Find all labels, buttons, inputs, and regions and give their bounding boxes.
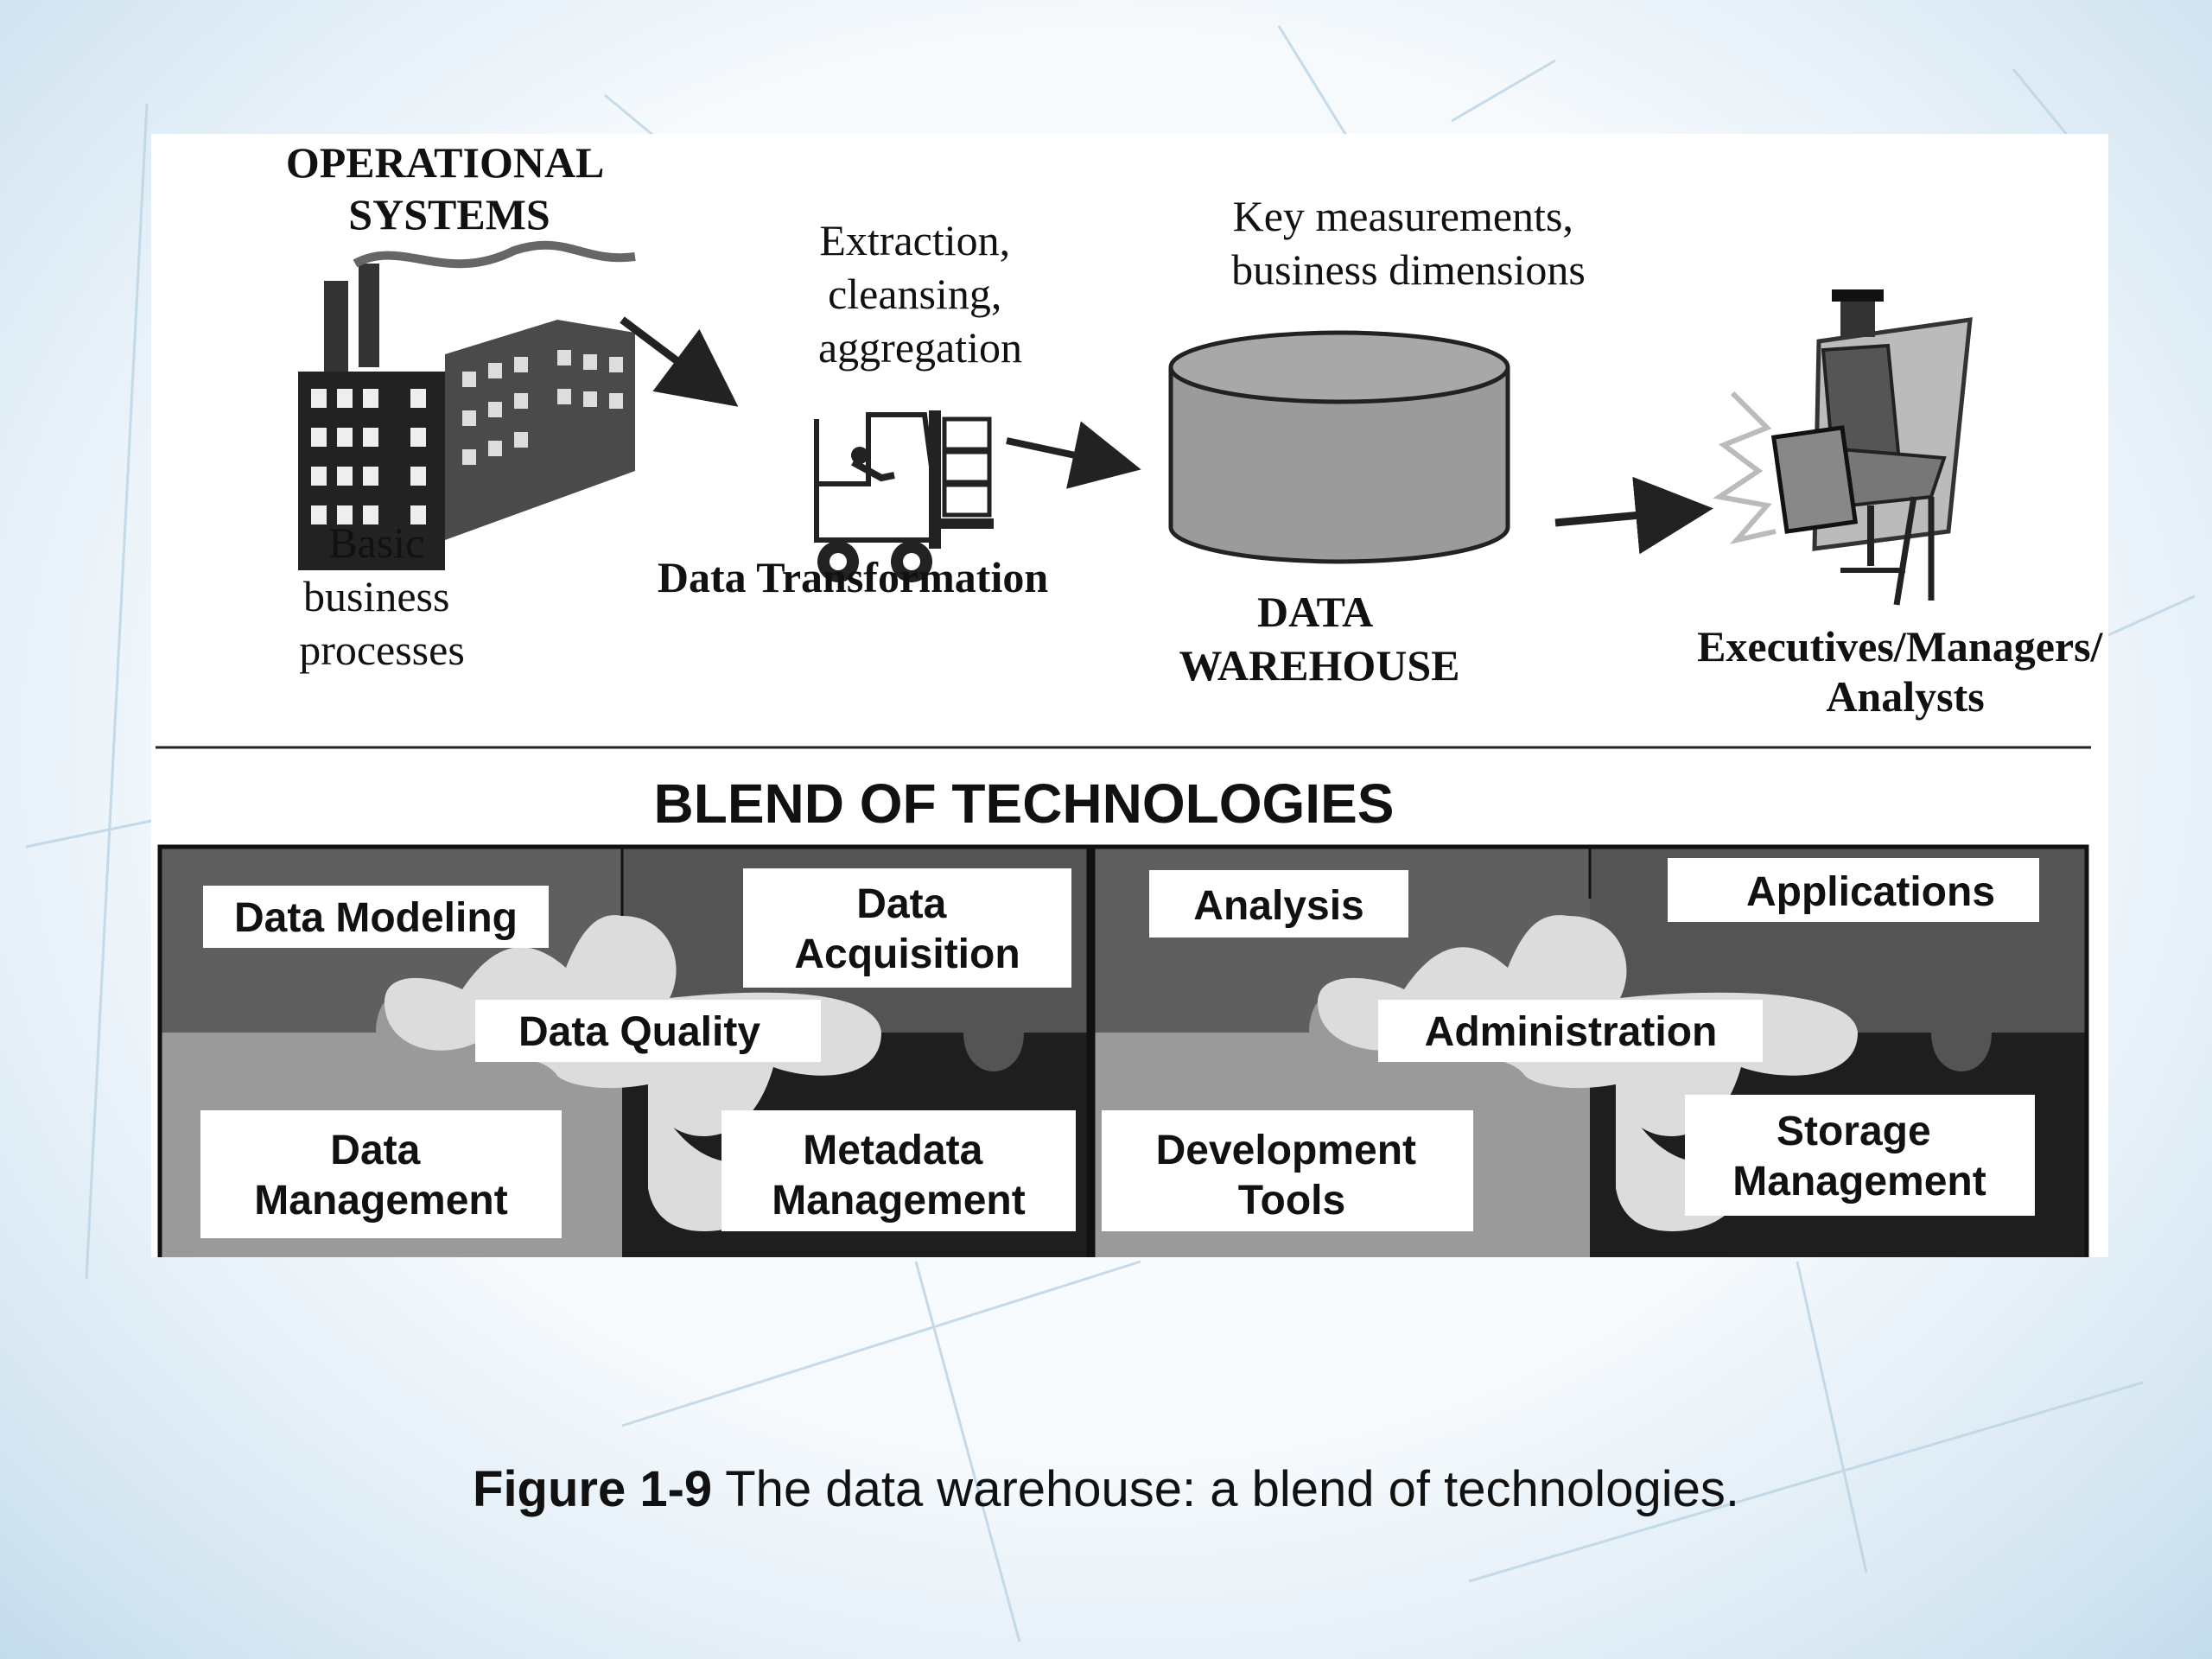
data-modeling-box: [203, 886, 549, 948]
development-tools-box: [1102, 1110, 1473, 1231]
figure-caption: Figure 1-9 The data warehouse: a blend o…: [0, 1460, 2212, 1518]
data-warehouse-label: DATA WAREHOUSE: [1179, 588, 1459, 690]
data-transformation-label: Data Transformation: [658, 553, 1048, 601]
operational-systems-title: OPERATIONAL SYSTEMS: [286, 138, 613, 238]
administration-box: [1378, 1000, 1763, 1062]
applications-label: Applications: [1746, 869, 1995, 915]
flow-arrow-2: [1006, 421, 1141, 489]
metadata-management-box: [721, 1110, 1076, 1231]
basic-business-processes-label: Basic business processes: [299, 518, 465, 674]
factory-icon: [298, 240, 636, 570]
storage-management-box: [1685, 1095, 2035, 1216]
applications-box: [1668, 858, 2039, 922]
data-acquisition-label: Data Acquisition: [794, 881, 1020, 977]
flow-arrow-3: [1554, 476, 1713, 555]
data-quality-label: Data Quality: [518, 1009, 760, 1055]
figure-diagram: OPERATIONAL SYSTEMS Basic business proce…: [156, 138, 2108, 1257]
analysis-label: Analysis: [1193, 883, 1363, 929]
users-label: Executives/Managers/ Analysts: [1697, 622, 2108, 721]
forklift-icon: [814, 410, 994, 582]
data-warehouse-cylinder-icon: [1168, 330, 1510, 564]
data-modeling-label: Data Modeling: [234, 895, 518, 941]
metadata-management-label: Metadata Management: [772, 1128, 1025, 1224]
data-quality-box: [475, 1000, 821, 1062]
key-measurements-label: Key measurements, business dimensions: [1231, 192, 1586, 294]
analysis-box: [1149, 870, 1408, 938]
development-tools-label: Development Tools: [1156, 1128, 1428, 1224]
data-acquisition-box: [743, 868, 1071, 988]
figure-panel: OPERATIONAL SYSTEMS Basic business proce…: [151, 134, 2108, 1257]
extraction-label: Extraction, cleansing, aggregation: [818, 216, 1022, 372]
data-management-label: Data Management: [254, 1128, 507, 1224]
businessman-icon: [1713, 289, 1973, 606]
caption-text: The data warehouse: a blend of technolog…: [712, 1461, 1739, 1517]
flow-arrow-1: [620, 316, 739, 407]
storage-management-label: Storage Management: [1732, 1109, 1986, 1205]
figure-number: Figure 1-9: [473, 1461, 713, 1517]
data-management-box: [200, 1110, 562, 1238]
blend-heading: BLEND OF TECHNOLOGIES: [654, 772, 1395, 835]
administration-label: Administration: [1425, 1009, 1718, 1055]
